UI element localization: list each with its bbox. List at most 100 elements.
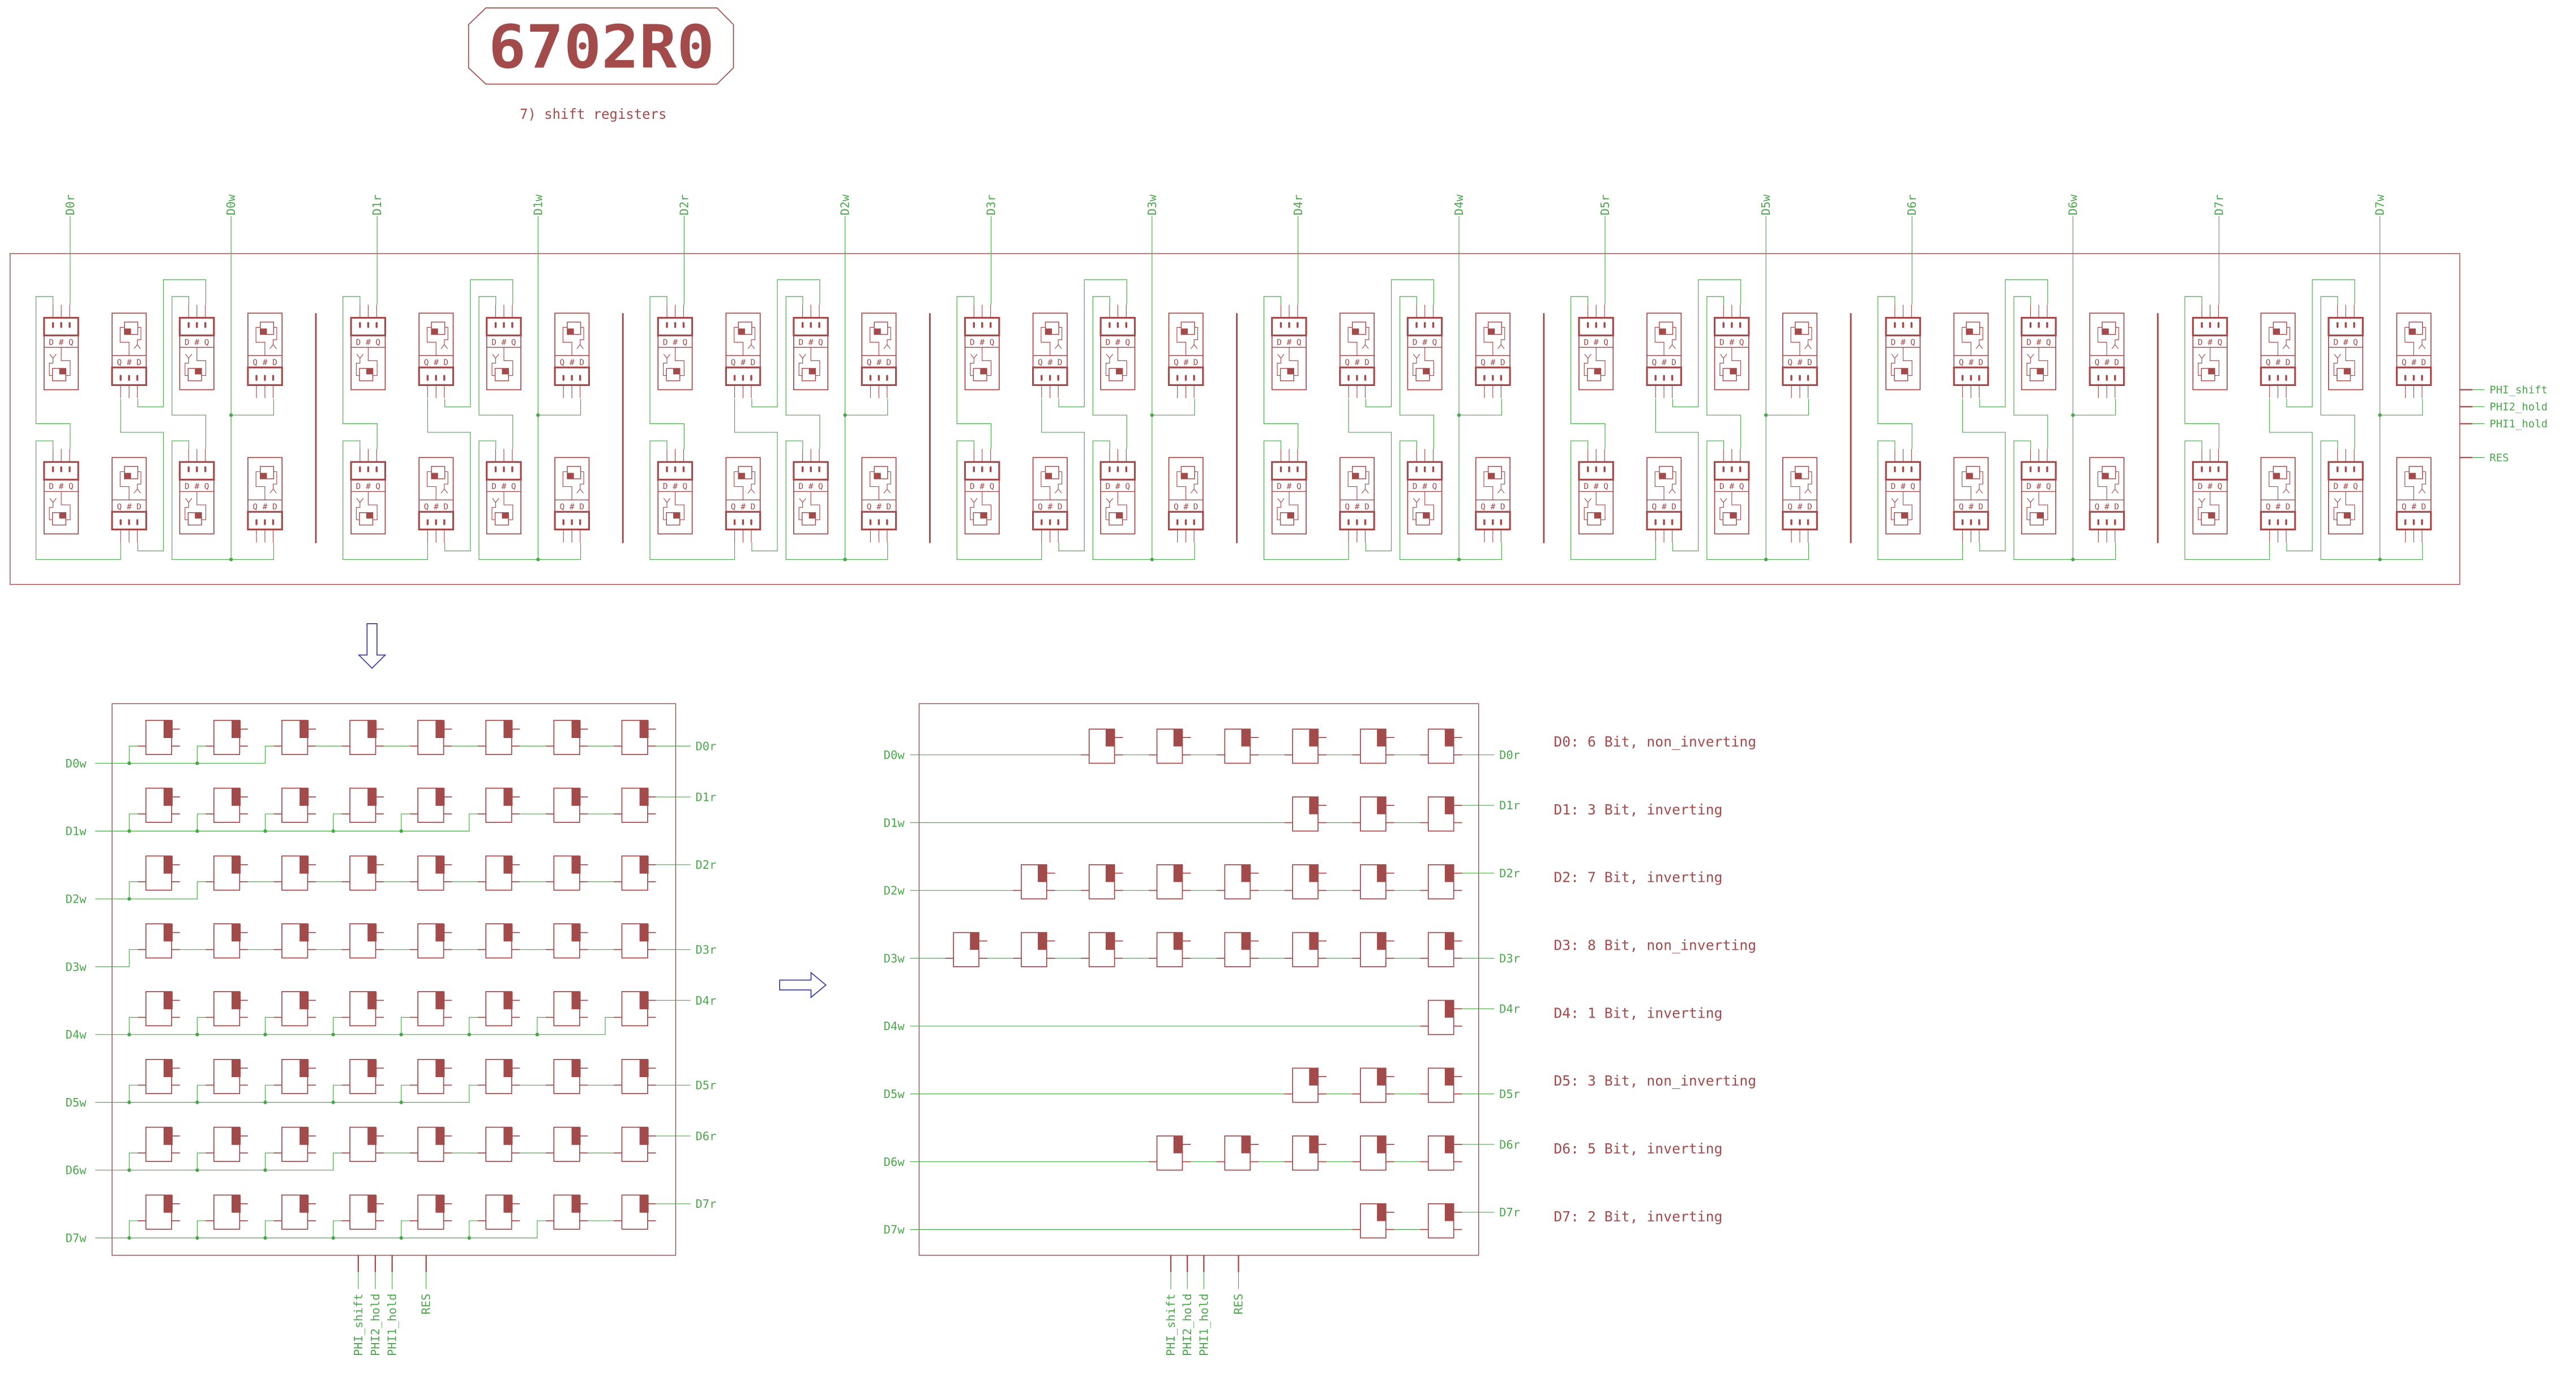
- cell-trace: [1807, 471, 1812, 490]
- cell-trace: [1500, 471, 1505, 490]
- storage-fill: [431, 473, 438, 479]
- tie-wire: [469, 1017, 478, 1035]
- cell-state-fill: [231, 856, 241, 874]
- cell-state-fill: [1377, 1068, 1387, 1086]
- cell-body: [2021, 449, 2057, 535]
- cell-pin-label: #: [366, 337, 371, 347]
- control-label: PHI_shift: [2489, 384, 2548, 396]
- pin-pad: [1586, 466, 1589, 473]
- junction-dot: [195, 1168, 199, 1172]
- storage-fill: [1488, 473, 1495, 479]
- cell-body: [1475, 312, 1511, 398]
- cell-pin-label: D: [663, 482, 668, 491]
- wire: [1365, 279, 1434, 408]
- tie-wire: [129, 1084, 138, 1103]
- pin-pad: [1483, 375, 1486, 381]
- tie-wire: [129, 1017, 138, 1035]
- cell-pin-label: Q: [1480, 502, 1486, 512]
- storage-fill: [874, 328, 881, 334]
- cell-body: [964, 304, 1000, 391]
- cell-trace: [1595, 491, 1606, 520]
- pin-pad: [1654, 519, 1657, 525]
- shift-cell: [341, 1058, 384, 1095]
- cell-pin-label: D: [1978, 358, 1983, 367]
- cell-pin-label: #: [1729, 337, 1734, 347]
- cell-body: [350, 304, 387, 391]
- storage-box: [1487, 466, 1502, 479]
- cell-body: [554, 457, 590, 543]
- cell-state-fill: [1444, 1068, 1454, 1086]
- wire: [343, 296, 378, 449]
- cell-trace: [1413, 358, 1417, 376]
- cell-trace: [1289, 491, 1299, 520]
- cell-trace: [1105, 358, 1110, 376]
- cell-pin-label: #: [2343, 337, 2348, 347]
- wire: [2320, 296, 2355, 449]
- cell-body: [2089, 457, 2125, 543]
- cell-state-fill: [163, 1195, 173, 1213]
- storage-box: [1109, 512, 1123, 526]
- pin-pad: [1603, 322, 1606, 328]
- down-arrow-icon: [357, 623, 387, 669]
- cell-pin-label: D: [1671, 358, 1676, 367]
- cell-pin-label: #: [1355, 502, 1360, 512]
- storage-box: [1180, 466, 1195, 479]
- cell-arrow: [1190, 488, 1198, 494]
- cell-pin-label: #: [59, 482, 64, 491]
- wire: [1962, 398, 2006, 551]
- control-label: PHI2_hold: [1180, 1293, 1194, 1356]
- cell-pin-label: Q: [1296, 482, 1302, 491]
- cell-pin-label: Q: [731, 358, 736, 367]
- shift-cell: [273, 1194, 316, 1230]
- pin-pad: [255, 519, 258, 525]
- pin-pad: [1347, 375, 1350, 381]
- shift-cell: [1420, 1203, 1462, 1239]
- row-output-label: D7r: [695, 1197, 716, 1211]
- cell-pin-label: #: [1901, 337, 1906, 347]
- row-input-label: D3w: [66, 960, 87, 973]
- pin-pad: [187, 466, 190, 473]
- shift-cell: [1013, 864, 1055, 900]
- shift-cell: [1352, 1203, 1394, 1239]
- pin-pad: [818, 466, 820, 473]
- pin-pad: [52, 466, 54, 473]
- storage-fill: [980, 368, 987, 375]
- pin-pad: [674, 322, 677, 328]
- wire: [1263, 296, 1299, 449]
- bus-label: D3r: [985, 195, 998, 216]
- tie-wire: [264, 1152, 274, 1170]
- shift-cell: [1013, 932, 1055, 967]
- pin-pad: [1663, 519, 1665, 525]
- storage-box: [2337, 368, 2351, 381]
- cell-pin-label: Q: [1174, 358, 1179, 367]
- cell-trace: [1347, 471, 1358, 500]
- shift-cell: [477, 923, 520, 959]
- shift-cell: [273, 1126, 316, 1162]
- cell-pin-label: Q: [560, 502, 565, 512]
- cell-trace: [1961, 471, 1971, 500]
- cell-pin-label: D: [2198, 482, 2203, 491]
- register-cell: D#Q: [1885, 304, 1922, 391]
- cell-pin-label: #: [673, 482, 678, 491]
- tie-wire: [264, 813, 274, 831]
- junction-dot: [2071, 413, 2075, 417]
- register-cell: Q#D: [1782, 312, 1818, 398]
- pin-pad: [426, 519, 429, 525]
- cell-trace: [2198, 502, 2202, 520]
- cell-pin-label: #: [1287, 482, 1292, 491]
- cell-state-fill: [503, 1127, 513, 1145]
- shift-cell: [273, 923, 316, 959]
- cell-state-fill: [639, 924, 649, 942]
- pin-pad: [1739, 466, 1741, 473]
- shift-cell: [477, 991, 520, 1027]
- wire: [1672, 279, 1741, 408]
- cell-trace: [2333, 502, 2338, 520]
- cell-trace: [503, 347, 514, 376]
- cell-trace: [887, 471, 891, 490]
